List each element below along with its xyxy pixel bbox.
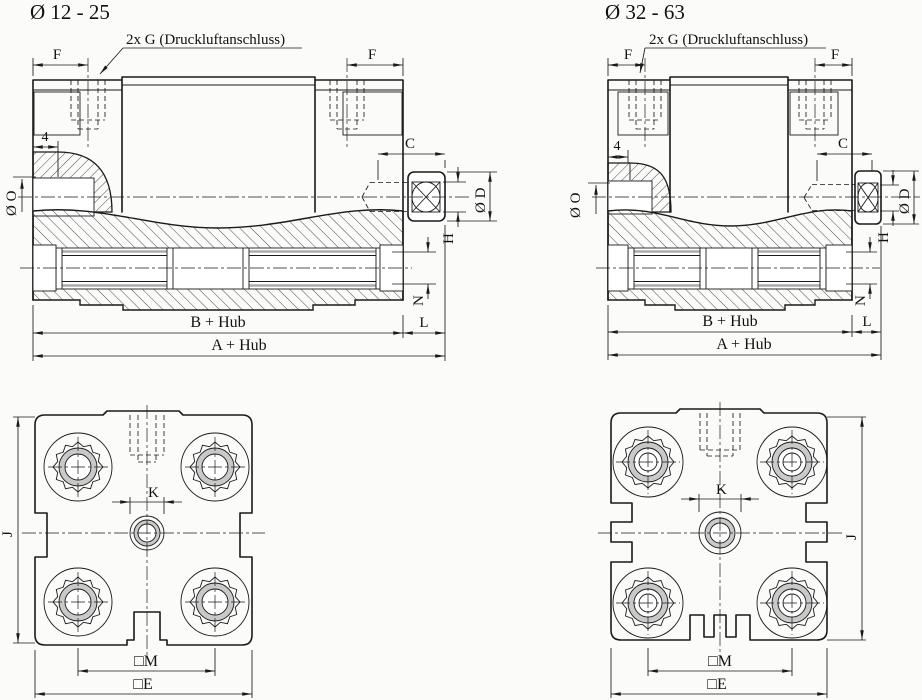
dim-label-c: C	[405, 136, 415, 152]
dim-label-o: Ø O	[4, 190, 20, 216]
dim-label-k: K	[716, 482, 727, 498]
left-front-view	[22, 405, 265, 658]
dim-label-4: 4	[614, 139, 621, 154]
dim-label-o: Ø O	[568, 192, 584, 218]
port-callout-label: 2x G (Druckluftanschluss)	[126, 32, 285, 48]
screw-hole	[180, 567, 250, 637]
right-drawing-title: Ø 32 - 63	[605, 0, 685, 24]
screw-hole	[756, 567, 828, 639]
dim-label-k: K	[148, 485, 159, 501]
left-drawing-title: Ø 12 - 25	[30, 0, 110, 24]
screw-hole	[612, 426, 684, 498]
screw-hole	[43, 567, 113, 637]
dim-label-d: Ø D	[897, 188, 913, 214]
dim-label-b-hub: B + Hub	[190, 314, 245, 331]
right-front-view-dimensions: K J □M □E	[610, 416, 866, 698]
dim-label-c: C	[838, 136, 848, 152]
dim-label-a-hub: A + Hub	[211, 337, 266, 354]
dim-label-a-hub: A + Hub	[716, 336, 771, 353]
dim-label-f: F	[831, 47, 839, 63]
dim-label-h: H	[441, 233, 457, 244]
left-side-view-dimensions: F F 2x G (Druckluftanschluss) 4 Ø O C Ø …	[4, 32, 497, 361]
dim-label-h: H	[876, 232, 892, 243]
screw-hole	[180, 432, 250, 502]
right-front-view	[598, 402, 842, 658]
dim-label-j: J	[0, 531, 16, 537]
dim-label-d: Ø D	[473, 187, 489, 213]
dim-label-e: □E	[133, 676, 152, 693]
screw-hole	[756, 426, 828, 498]
left-front-view-dimensions: K J □M □E	[0, 416, 253, 698]
screw-hole	[43, 432, 113, 502]
dim-label-n: N	[853, 295, 869, 306]
dim-label-n: N	[411, 295, 427, 306]
dim-label-4: 4	[42, 130, 49, 145]
screw-hole	[612, 567, 684, 639]
dim-label-m: □M	[134, 653, 158, 670]
dim-label-f: F	[368, 47, 376, 63]
dim-label-f: F	[624, 47, 632, 63]
dim-label-m: □M	[708, 653, 732, 670]
dim-label-b-hub: B + Hub	[702, 313, 757, 330]
left-side-view	[18, 58, 470, 311]
right-side-view-dimensions: F F 2x G (Druckluftanschluss) 4 Ø O C Ø …	[568, 32, 919, 360]
dim-label-f: F	[53, 47, 61, 63]
dim-label-l: L	[862, 314, 871, 330]
dim-label-j: J	[844, 534, 860, 540]
right-side-view	[592, 58, 920, 311]
dim-label-l: L	[419, 315, 428, 331]
port-callout-label: 2x G (Druckluftanschluss)	[649, 32, 808, 48]
dim-label-e: □E	[707, 676, 726, 693]
